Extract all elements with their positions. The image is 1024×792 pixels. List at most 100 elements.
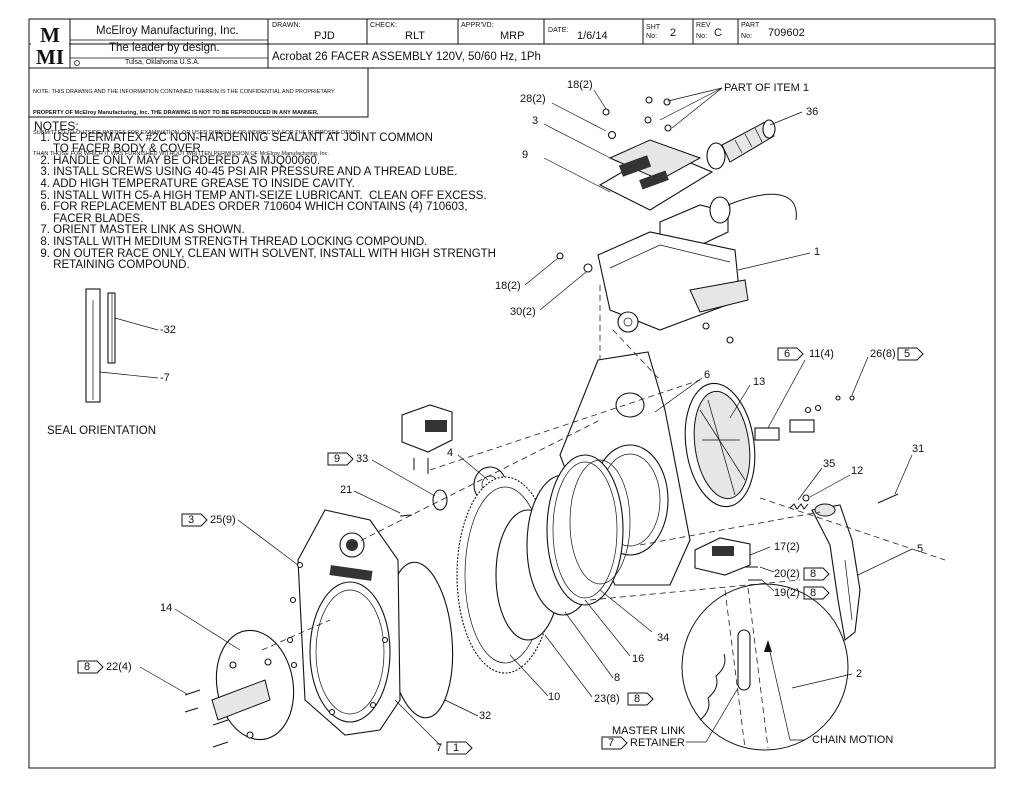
callout-22: 22(4) xyxy=(106,661,132,673)
sht-no-label: No: xyxy=(646,33,658,40)
top-screws xyxy=(602,96,672,140)
seal-ring xyxy=(432,489,448,511)
part-value: 709602 xyxy=(768,27,805,39)
check-label: CHECK: xyxy=(370,22,398,29)
svg-text:M: M xyxy=(40,23,60,47)
callout-36: 36 xyxy=(806,106,819,118)
callout-35: 35 xyxy=(823,458,836,470)
sht-value: 2 xyxy=(670,27,677,39)
spring-and-pins xyxy=(789,493,899,510)
flag-20 xyxy=(803,567,830,581)
blade-holder-disc xyxy=(684,382,756,508)
callout-3: 3 xyxy=(532,115,539,127)
date-label: DATE: xyxy=(548,27,569,34)
callout-19: 19(2) xyxy=(774,587,800,599)
cover-screws xyxy=(184,689,229,748)
cover-plate xyxy=(297,509,401,736)
company-logo: M MI xyxy=(31,21,69,69)
sht-label: SHT xyxy=(646,24,661,31)
callout-12: 12 xyxy=(851,465,864,477)
legal-line: NOTE: THIS DRAWING AND THE INFORMATION C… xyxy=(33,88,335,95)
title-block xyxy=(28,19,995,118)
flag-33-label: 9 xyxy=(334,453,341,465)
part-label: PART xyxy=(741,22,760,29)
callout-26: 26(8) xyxy=(870,348,896,360)
callout-33: 33 xyxy=(356,453,369,465)
callout-5: 5 xyxy=(917,543,924,555)
sheet-border xyxy=(28,18,996,769)
flag-22-label: 8 xyxy=(84,661,91,673)
bearing-block xyxy=(401,404,453,474)
seal-callout-7: -7 xyxy=(160,372,170,384)
legal-line: THAN THOSE FOR WHICH IT WAS FURNISHED WI… xyxy=(33,150,329,157)
chain-motion-label: CHAIN MOTION xyxy=(812,734,894,746)
callout-4: 4 xyxy=(447,447,454,459)
flag-26-label: 5 xyxy=(904,348,911,360)
flag-26 xyxy=(897,347,924,361)
callout-13: 13 xyxy=(753,376,766,388)
flag-25-label: 3 xyxy=(188,514,195,526)
note-line: 1. USE PERMATEX #2C NON-HARDENING SEALAN… xyxy=(34,131,433,144)
date-value: 1/6/14 xyxy=(577,30,608,42)
flag-retainer-label: 7 xyxy=(608,737,615,749)
drawn-value: PJD xyxy=(314,30,335,42)
flag-22 xyxy=(77,660,104,674)
callout-23: 23(8) xyxy=(594,693,620,705)
callout-17: 17(2) xyxy=(774,541,800,553)
callout-flags xyxy=(77,347,924,755)
flag-23 xyxy=(627,692,654,706)
handle-cover-plate xyxy=(598,139,714,211)
drawn-label: DRAWN: xyxy=(272,22,301,29)
flag-23-label: 8 xyxy=(634,693,641,705)
facer-blades xyxy=(754,395,855,441)
callout-25: 25(9) xyxy=(210,514,236,526)
leader-lines xyxy=(139,87,913,746)
rev-no-label: No: xyxy=(696,33,708,40)
callout-9: 9 xyxy=(522,149,529,161)
callout-32: 32 xyxy=(479,710,492,722)
apprvd-label: APPR'VD: xyxy=(461,22,494,29)
callout-20: 20(2) xyxy=(774,568,800,580)
company-location: Tulsa, Oklahoma U.S.A. xyxy=(125,59,200,66)
legal-line: PROPERTY OF McElroy Manufacturing, Inc. … xyxy=(33,109,319,116)
callout-2: 2 xyxy=(856,668,863,680)
flag-7-label: 1 xyxy=(453,742,460,754)
note-line: RETAINING COMPOUND. xyxy=(34,259,190,272)
note-line: 6. FOR REPLACEMENT BLADES ORDER 710604 W… xyxy=(34,201,468,214)
callout-21: 21 xyxy=(340,484,353,496)
flag-retainer xyxy=(601,736,628,750)
master-link-detail xyxy=(681,583,849,751)
exploded-assembly-drawing xyxy=(85,87,946,751)
note-line: TO FACER BODY & COVER. xyxy=(34,143,204,156)
note-line: 5. INSTALL WITH C5-A HIGH TEMP ANTI-SEIZ… xyxy=(34,189,487,202)
rev-label: REV xyxy=(696,22,711,29)
callout-28: 28(2) xyxy=(520,93,546,105)
rev-value: C xyxy=(714,27,722,39)
flag-19-label: 8 xyxy=(810,587,817,599)
callout-14: 14 xyxy=(160,602,173,614)
seal-callout-32: -32 xyxy=(160,324,176,336)
lever-handle xyxy=(811,503,861,642)
company-tagline: The leader by design. xyxy=(109,42,220,54)
callout-7: 7 xyxy=(436,742,443,754)
flag-19 xyxy=(803,586,830,600)
flag-11-label: 6 xyxy=(784,348,791,360)
note-line: 8. INSTALL WITH MEDIUM STRENGTH THREAD L… xyxy=(34,235,428,248)
callout-18-mid: 18(2) xyxy=(495,280,521,292)
legal-notice: NOTE: THIS DRAWING AND THE INFORMATION C… xyxy=(33,75,360,165)
note-line: 3. INSTALL SCREWS USING 40-45 PSI AIR PR… xyxy=(34,166,458,179)
check-value: RLT xyxy=(405,30,425,42)
registered-mark-icon xyxy=(74,60,80,66)
callout-34: 34 xyxy=(657,632,670,644)
part-no-label: No: xyxy=(741,33,753,40)
callout-8: 8 xyxy=(614,672,621,684)
seal-orientation-label: SEAL ORIENTATION xyxy=(47,425,157,437)
retainer-label: RETAINER xyxy=(630,737,685,749)
note-line: 2. HANDLE ONLY MAY BE ORDERED AS MJQ0006… xyxy=(34,154,321,167)
flag-7 xyxy=(446,741,473,755)
flag-20-label: 8 xyxy=(810,568,817,580)
note-line: 4. ADD HIGH TEMPERATURE GREASE TO INSIDE… xyxy=(34,177,355,190)
master-link-label: MASTER LINK xyxy=(612,725,686,737)
note-line: FACER BLADES. xyxy=(34,212,144,225)
